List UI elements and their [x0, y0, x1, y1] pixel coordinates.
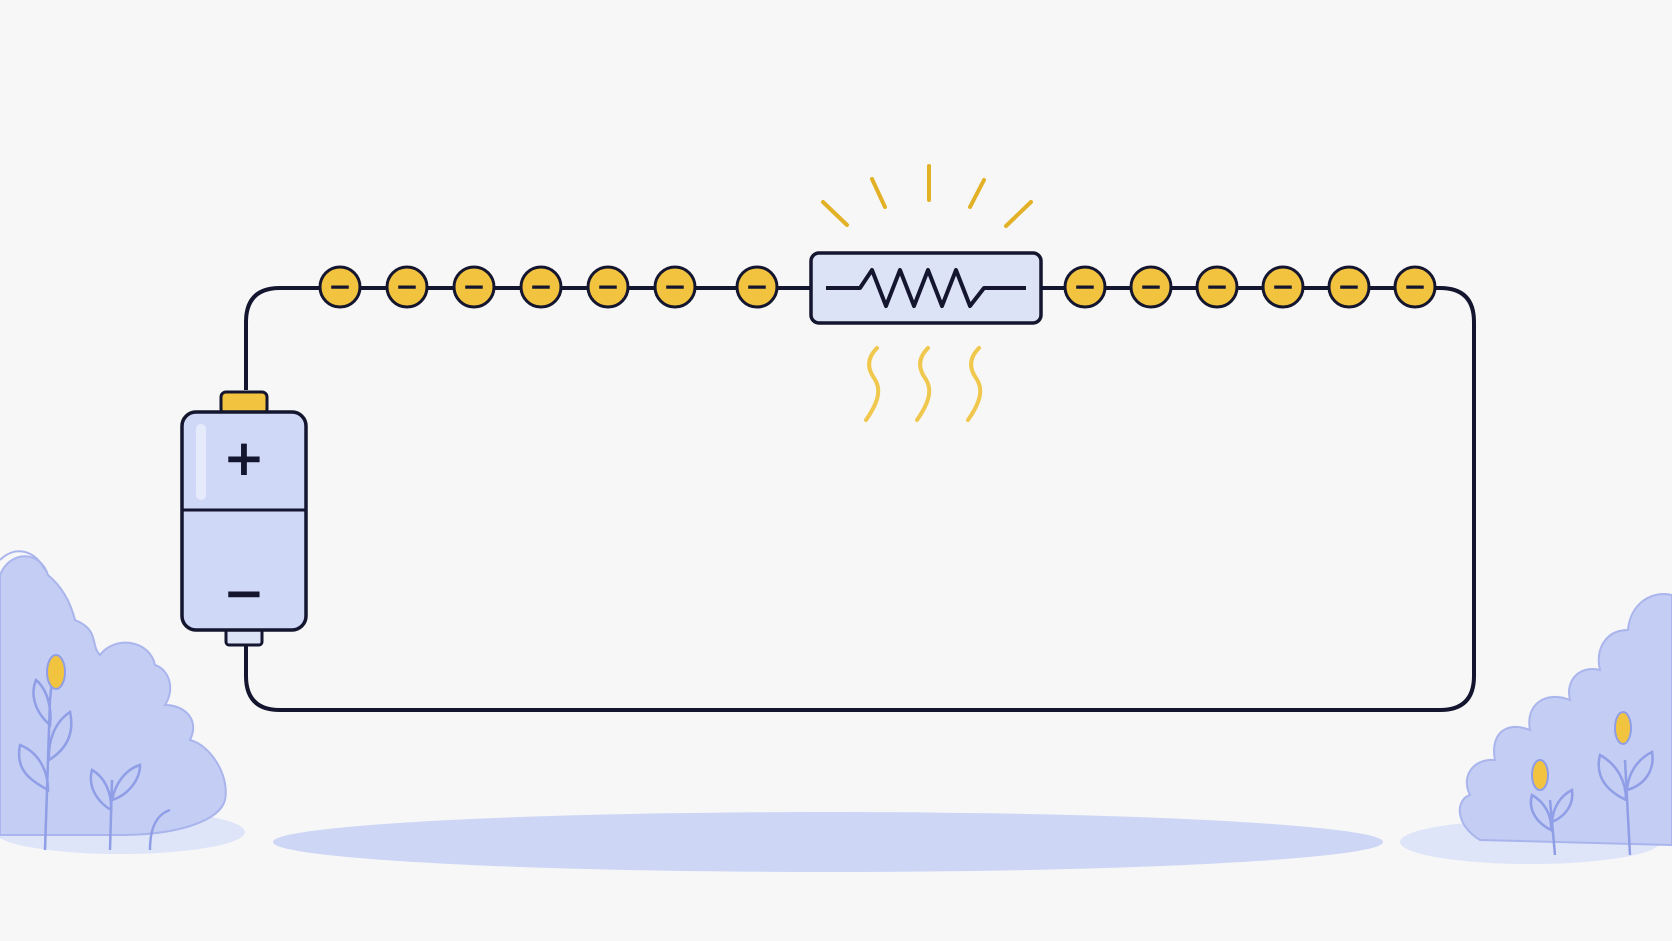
electron-charge-label: − [328, 270, 351, 303]
electron-icon [1195, 265, 1239, 309]
electron-icon [385, 265, 429, 309]
electron-charge-label: − [745, 270, 768, 303]
heat-wave-icon [864, 346, 983, 422]
electron-icon [1327, 265, 1371, 309]
electron-charge-label: − [1403, 270, 1426, 303]
flower-icon [1531, 759, 1549, 791]
resistor-icon [809, 251, 1043, 325]
electron-icon [1261, 265, 1305, 309]
light-rays-icon [821, 164, 1033, 228]
electron-icon [519, 265, 563, 309]
flower-icon [46, 654, 66, 690]
electron-charge-label: − [1205, 270, 1228, 303]
electron-icon [1063, 265, 1107, 309]
electron-charge-label: − [395, 270, 418, 303]
battery-icon [180, 390, 308, 647]
electron-icon [586, 265, 630, 309]
electron-charge-label: − [529, 270, 552, 303]
electron-icon [452, 265, 496, 309]
electron-charge-label: − [1337, 270, 1360, 303]
electron-charge-label: − [1139, 270, 1162, 303]
electron-icon [735, 265, 779, 309]
electron-icon [1393, 265, 1437, 309]
electron-charge-label: − [596, 270, 619, 303]
flower-icon [1614, 711, 1632, 745]
battery-negative-label: − [223, 564, 265, 622]
electron-charge-label: − [462, 270, 485, 303]
electron-icon [653, 265, 697, 309]
ground-shadow [273, 812, 1383, 872]
electron-group: −−−−−−−−−−−−− [318, 265, 1437, 309]
battery-positive-label: + [223, 429, 265, 487]
electron-icon [318, 265, 362, 309]
right-bush-icon [1400, 593, 1672, 864]
electron-charge-label: − [1073, 270, 1096, 303]
electron-charge-label: − [663, 270, 686, 303]
circuit-wire [244, 286, 1476, 712]
electron-icon [1129, 265, 1173, 309]
electron-charge-label: − [1271, 270, 1294, 303]
left-bush-icon [0, 550, 245, 854]
